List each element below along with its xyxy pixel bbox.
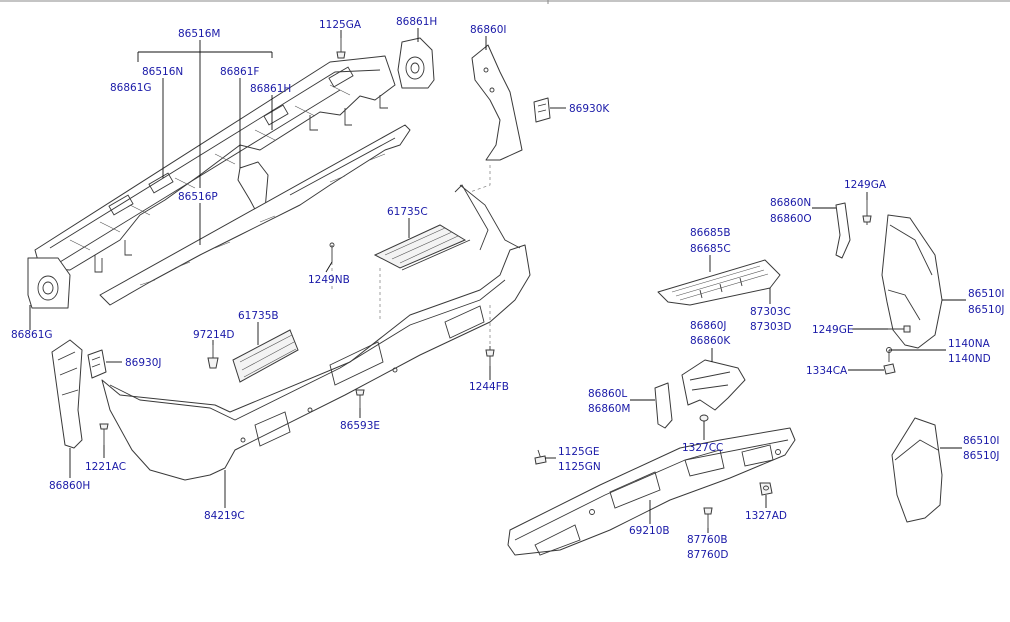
label-86516N: 86516N — [142, 66, 183, 78]
label-1125GE: 1125GE — [558, 446, 600, 458]
part-86860H-bracket — [51, 339, 83, 449]
part-86510I-corner-upper — [881, 214, 943, 349]
label-86861H-b: 86861H — [396, 16, 437, 28]
part-86516P-strip — [99, 124, 411, 306]
label-86860K: 86860K — [690, 335, 731, 347]
label-1249GE: 1249GE — [812, 324, 854, 336]
label-86860O: 86860O — [770, 213, 812, 225]
label-1249GA: 1249GA — [844, 179, 887, 191]
part-1327AD-nut — [759, 482, 773, 496]
part-1327CC-washer — [699, 414, 709, 422]
label-86860N: 86860N — [770, 197, 811, 209]
label-1327CC: 1327CC — [682, 442, 723, 454]
part-84219C-bumper-cover — [101, 184, 531, 481]
label-86510J-upper: 86510J — [968, 304, 1005, 316]
label-1327AD: 1327AD — [745, 510, 787, 522]
label-1221AC: 1221AC — [85, 461, 126, 473]
label-1125GA: 1125GA — [319, 19, 362, 31]
label-86861G-bottom: 86861G — [11, 329, 53, 341]
construction-lines — [331, 165, 491, 346]
label-86510I-lower: 86510I — [963, 435, 1000, 447]
part-1221AC-screw — [99, 423, 109, 445]
part-87760B-bolt — [703, 507, 713, 528]
part-1125GE-bolt — [534, 449, 547, 465]
part-86860N-bracket — [835, 202, 851, 259]
label-86861H-a: 86861H — [250, 83, 291, 95]
label-1125GN: 1125GN — [558, 461, 601, 473]
label-86593E: 86593E — [340, 420, 380, 432]
part-61735C-step-pad — [373, 224, 467, 269]
leader-lines — [29, 28, 966, 533]
label-86860H: 86860H — [49, 480, 90, 492]
part-86930K-clip — [533, 97, 551, 123]
label-86685B: 86685B — [690, 227, 731, 239]
label-87760B: 87760B — [687, 534, 728, 546]
label-61735C: 61735C — [387, 206, 428, 218]
part-86860I-bracket — [471, 44, 523, 161]
part-61735B-step-pad — [232, 329, 299, 383]
label-86861F: 86861F — [220, 66, 259, 78]
part-69210B-beam — [507, 427, 796, 556]
label-87303D: 87303D — [750, 321, 792, 333]
part-86685B-step-plate — [657, 259, 781, 306]
part-86861G-bracket-left — [27, 257, 71, 309]
label-86860I: 86860I — [470, 24, 507, 36]
label-1334CA: 1334CA — [806, 365, 848, 377]
label-86510I-upper: 86510I — [968, 288, 1005, 300]
label-1249NB: 1249NB — [308, 274, 350, 286]
label-61735B: 61735B — [238, 310, 279, 322]
part-86861H-bracket-top — [397, 37, 435, 89]
part-86930J-clip — [87, 349, 107, 379]
label-86930K: 86930K — [569, 103, 610, 115]
label-86510J-lower: 86510J — [963, 450, 1000, 462]
part-1334CA-nut — [883, 363, 896, 375]
part-86510I-corner-lower — [891, 417, 943, 523]
label-86930J: 86930J — [125, 357, 162, 369]
label-86860L: 86860L — [588, 388, 627, 400]
label-86861G-top: 86861G — [110, 82, 152, 94]
label-87760D: 87760D — [687, 549, 729, 561]
part-86860J-bracket — [681, 359, 746, 411]
label-86860M: 86860M — [588, 403, 630, 415]
part-1125GA-bolt — [336, 38, 346, 59]
part-97214D-clip — [207, 345, 219, 369]
label-86685C: 86685C — [690, 243, 731, 255]
part-1249NB-screw — [329, 242, 335, 262]
part-1249GA-bolt — [862, 200, 872, 225]
label-97214D: 97214D — [193, 329, 235, 341]
part-1249GE-screw — [888, 325, 911, 333]
part-86593E-screw — [355, 389, 365, 408]
label-1140ND: 1140ND — [948, 353, 991, 365]
label-87303C: 87303C — [750, 306, 791, 318]
part-labels: 86516M 86516N 86861G 86861F 86861H 1125G… — [11, 16, 1005, 561]
label-1140NA: 1140NA — [948, 338, 991, 350]
label-1244FB: 1244FB — [469, 381, 509, 393]
label-84219C: 84219C — [204, 510, 245, 522]
part-86860L-bracket — [654, 382, 673, 429]
label-86860J: 86860J — [690, 320, 727, 332]
part-1244FB-bolt — [485, 346, 495, 366]
label-86516P: 86516P — [178, 191, 218, 203]
label-86516M: 86516M — [178, 28, 220, 40]
label-69210B: 69210B — [629, 525, 670, 537]
